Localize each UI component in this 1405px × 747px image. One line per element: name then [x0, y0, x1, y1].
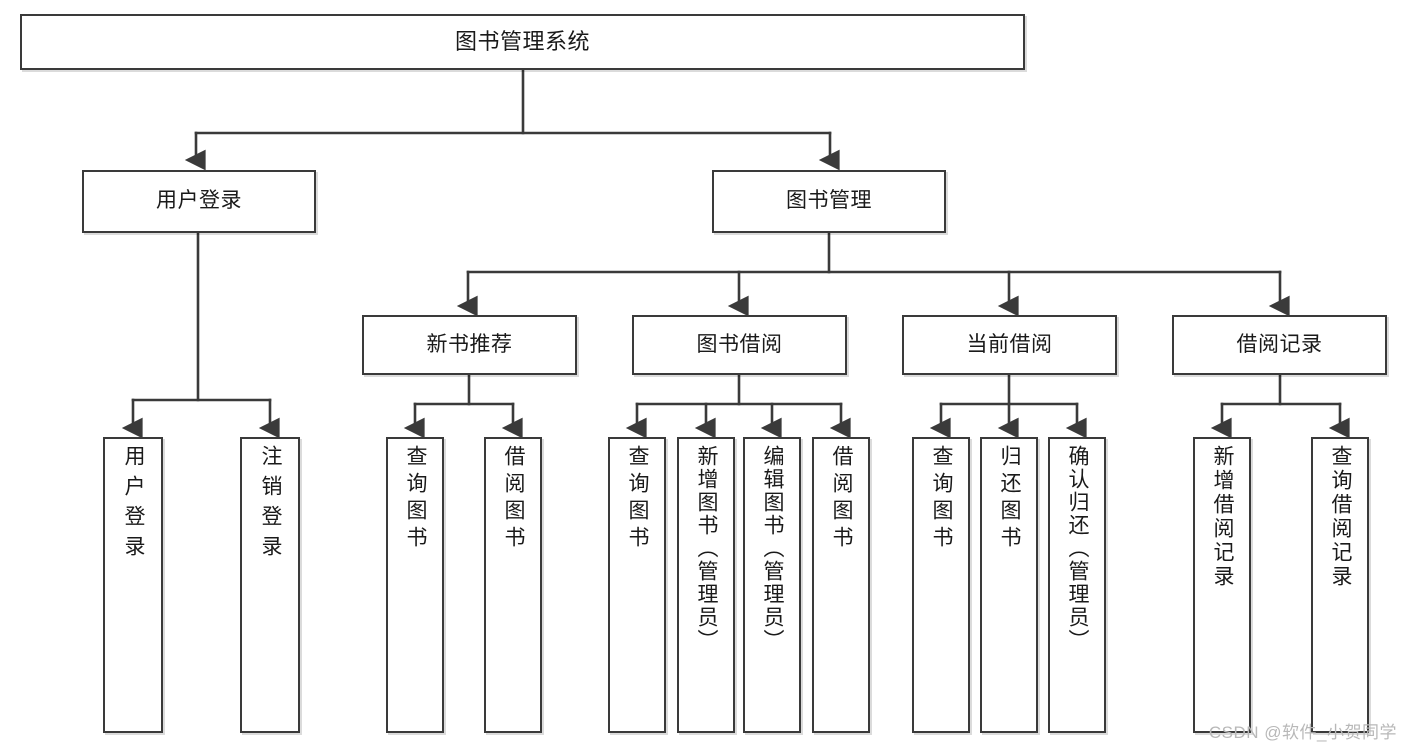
node-label: 查询借阅记录: [1329, 445, 1353, 589]
node-label: 图书管理系统: [454, 29, 590, 55]
node-label: 新增图书（管理员）: [695, 445, 719, 652]
csdn-watermark: CSDN @软件_小贺同学: [1208, 723, 1397, 742]
leaf-confirm-return[interactable]: 确认归还（管理员）: [1048, 437, 1106, 733]
node-label: 查询图书: [930, 445, 954, 553]
leaf-user-login[interactable]: 用户登录: [103, 437, 163, 733]
node-label: 编辑图书（管理员）: [761, 445, 785, 652]
node-label: 借阅图书: [830, 445, 854, 553]
leaf-borrow-book[interactable]: 借阅图书: [812, 437, 870, 733]
node-borrow-record[interactable]: 借阅记录: [1172, 315, 1387, 375]
leaf-query-book-recommend[interactable]: 查询图书: [386, 437, 444, 733]
node-label: 归还图书: [998, 445, 1022, 553]
node-user-login[interactable]: 用户登录: [82, 170, 316, 233]
node-label: 图书管理: [786, 189, 872, 213]
node-book-management[interactable]: 图书管理: [712, 170, 946, 233]
node-book-borrow[interactable]: 图书借阅: [632, 315, 847, 375]
node-root-book-management-system[interactable]: 图书管理系统: [20, 14, 1025, 70]
leaf-user-logout[interactable]: 注销登录: [240, 437, 300, 733]
node-label: 查询图书: [626, 445, 650, 553]
node-label: 图书借阅: [696, 332, 783, 356]
leaf-query-borrow-record[interactable]: 查询借阅记录: [1311, 437, 1369, 733]
node-label: 借阅记录: [1236, 332, 1323, 356]
leaf-return-book[interactable]: 归还图书: [980, 437, 1038, 733]
node-label: 查询图书: [404, 445, 428, 553]
node-label: 新书推荐: [426, 332, 513, 356]
node-label: 当前借阅: [966, 332, 1053, 356]
leaf-query-book-current[interactable]: 查询图书: [912, 437, 970, 733]
node-label: 注销登录: [259, 445, 283, 565]
leaf-add-borrow-record[interactable]: 新增借阅记录: [1193, 437, 1251, 733]
node-new-book-recommend[interactable]: 新书推荐: [362, 315, 577, 375]
node-label: 用户登录: [156, 189, 242, 213]
node-label: 借阅图书: [502, 445, 526, 553]
node-label: 用户登录: [122, 445, 146, 565]
leaf-add-book[interactable]: 新增图书（管理员）: [677, 437, 735, 733]
node-label: 确认归还（管理员）: [1066, 445, 1090, 652]
node-current-borrow[interactable]: 当前借阅: [902, 315, 1117, 375]
node-label: 新增借阅记录: [1211, 445, 1235, 589]
leaf-edit-book[interactable]: 编辑图书（管理员）: [743, 437, 801, 733]
leaf-borrow-book-recommend[interactable]: 借阅图书: [484, 437, 542, 733]
leaf-query-book-borrow[interactable]: 查询图书: [608, 437, 666, 733]
